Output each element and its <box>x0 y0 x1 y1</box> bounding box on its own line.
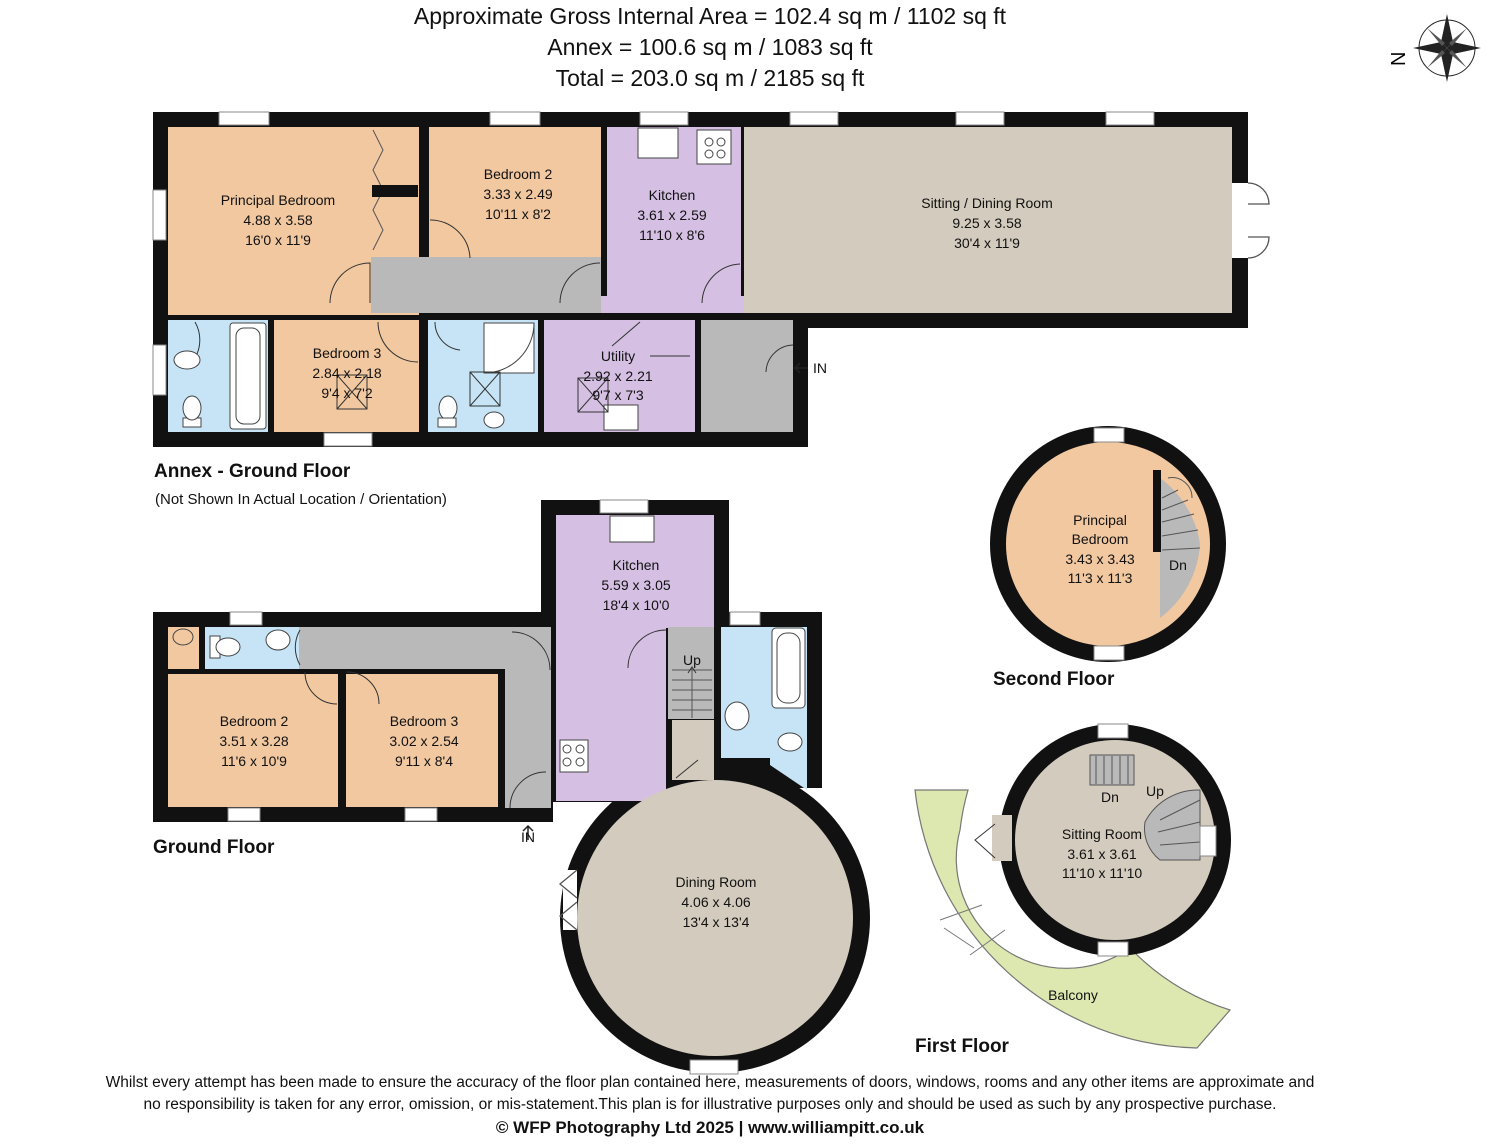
ground-dining-metric: 4.06 x 4.06 <box>681 894 750 910</box>
ground-dining-room <box>577 780 853 1056</box>
ground-up-marker: Up <box>683 652 701 668</box>
first-up-marker: Up <box>1146 783 1164 799</box>
disclaimer-line-2: no responsibility is taken for any error… <box>143 1096 1277 1113</box>
first-sitting-metric: 3.61 x 3.61 <box>1067 846 1136 862</box>
second-principal-name-1: Principal <box>1073 512 1127 528</box>
first-sitting-imperial: 11'10 x 11'10 <box>1062 865 1143 881</box>
ground-kitchen-metric: 5.59 x 3.05 <box>601 577 670 593</box>
annex-in-marker: IN <box>813 360 827 376</box>
second-principal-imperial: 11'3 x 11'3 <box>1068 570 1133 586</box>
annex-utility-metric: 2.92 x 2.21 <box>583 368 652 384</box>
first-sitting-name: Sitting Room <box>1062 826 1142 842</box>
ground-bedroom-3 <box>346 674 498 807</box>
annex-bedroom-3 <box>274 320 419 432</box>
annex-sitting-name: Sitting / Dining Room <box>921 195 1053 211</box>
ground-bedroom-2 <box>168 674 338 807</box>
annex-bed2-imperial: 10'11 x 8'2 <box>485 206 551 222</box>
annex-kitchen-name: Kitchen <box>649 187 696 203</box>
annex-bed3-metric: 2.84 x 2.18 <box>312 365 381 381</box>
first-dn-marker: Dn <box>1101 789 1119 805</box>
annex-principal-metric: 4.88 x 3.58 <box>243 212 312 228</box>
annex-bedroom-2 <box>429 127 601 257</box>
annex-bed3-name: Bedroom 3 <box>313 345 382 361</box>
annex-sitting-metric: 9.25 x 3.58 <box>952 215 1021 231</box>
total-area-text: Total = 203.0 sq m / 2185 sq ft <box>555 65 865 91</box>
annex-kitchen-imperial: 11'10 x 8'6 <box>639 227 705 243</box>
annex-sitting-imperial: 30'4 x 11'9 <box>954 235 1020 251</box>
north-arrow-icon <box>1413 14 1481 82</box>
ground-in-marker: IN <box>521 829 535 845</box>
ground-stairwell <box>668 627 714 719</box>
first-floor <box>914 723 1232 1049</box>
annex-utility-imperial: 9'7 x 7'3 <box>592 387 643 403</box>
ground-bed3-imperial: 9'11 x 8'4 <box>395 753 453 769</box>
annex-sitting-dining <box>744 127 1232 313</box>
annex-area-text: Annex = 100.6 sq m / 1083 sq ft <box>547 34 873 60</box>
annex-hallway <box>371 257 601 313</box>
annex-ground-floor <box>152 111 1270 447</box>
ground-kitchen-name: Kitchen <box>613 557 660 573</box>
first-balcony-name: Balcony <box>1048 987 1098 1003</box>
disclaimer-line-1: Whilst every attempt has been made to en… <box>105 1074 1315 1091</box>
ground-floor <box>153 499 870 1075</box>
gross-area-text: Approximate Gross Internal Area = 102.4 … <box>413 3 1007 29</box>
annex-orientation-note: (Not Shown In Actual Location / Orientat… <box>155 491 447 508</box>
ground-bed3-metric: 3.02 x 2.54 <box>389 733 458 749</box>
annex-floor-title: Annex - Ground Floor <box>154 461 351 482</box>
second-principal-metric: 3.43 x 3.43 <box>1065 551 1134 567</box>
ground-dining-name: Dining Room <box>676 874 757 890</box>
first-balcony <box>914 789 1232 1049</box>
annex-bed2-name: Bedroom 2 <box>484 166 553 182</box>
annex-labels: Principal Bedroom 4.88 x 3.58 16'0 x 11'… <box>221 166 1053 403</box>
ground-floor-title: Ground Floor <box>153 837 275 858</box>
ground-bed2-metric: 3.51 x 3.28 <box>219 733 288 749</box>
north-label: N <box>1388 52 1410 66</box>
annex-entrance-lobby <box>701 320 793 432</box>
first-sitting-room <box>1015 740 1215 940</box>
ground-bed3-name: Bedroom 3 <box>390 713 459 729</box>
ground-dining-imperial: 13'4 x 13'4 <box>683 914 750 930</box>
second-principal-name-2: Bedroom <box>1072 531 1129 547</box>
first-floor-title: First Floor <box>915 1036 1009 1057</box>
ground-labels: Kitchen 5.59 x 3.05 18'4 x 10'0 Bedroom … <box>219 557 756 930</box>
ground-kitchen-imperial: 18'4 x 10'0 <box>603 597 670 613</box>
first-labels: Sitting Room 3.61 x 3.61 11'10 x 11'10 B… <box>1048 783 1164 1003</box>
annex-principal-imperial: 16'0 x 11'9 <box>245 232 311 248</box>
ground-bed2-name: Bedroom 2 <box>220 713 289 729</box>
annex-bed3-imperial: 9'4 x 7'2 <box>321 385 372 401</box>
second-floor-title: Second Floor <box>993 669 1115 690</box>
second-labels: Principal Bedroom 3.43 x 3.43 11'3 x 11'… <box>1065 512 1187 586</box>
copyright-text: © WFP Photography Ltd 2025 | www.william… <box>495 1118 925 1137</box>
second-dn-marker: Dn <box>1169 557 1187 573</box>
annex-principal-name: Principal Bedroom <box>221 192 335 208</box>
annex-utility-name: Utility <box>601 348 635 364</box>
annex-kitchen-metric: 3.61 x 2.59 <box>637 207 706 223</box>
annex-bed2-metric: 3.33 x 2.49 <box>483 186 552 202</box>
second-floor <box>990 426 1226 662</box>
ground-bed2-imperial: 11'6 x 10'9 <box>221 753 287 769</box>
